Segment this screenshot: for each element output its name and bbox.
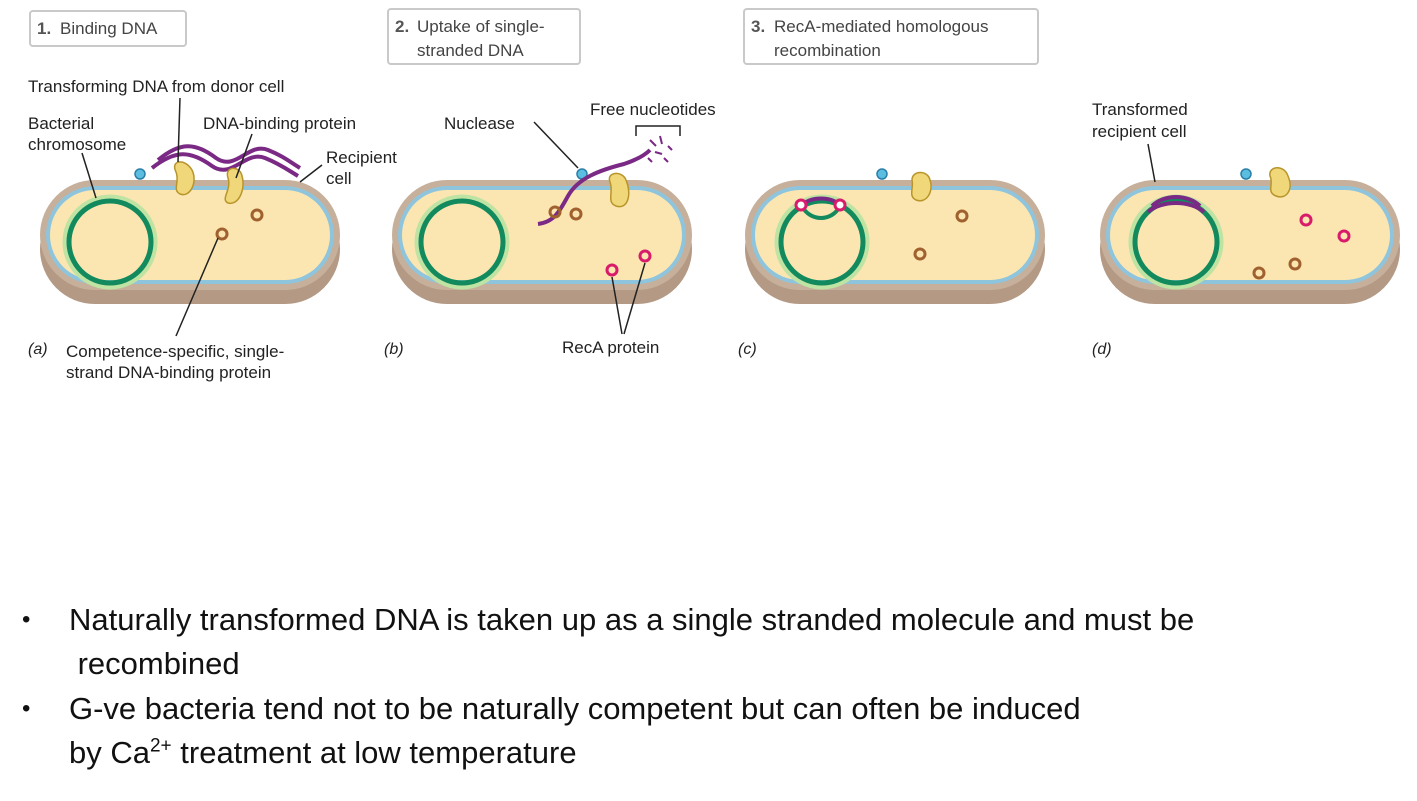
dna-binding-protein-a1	[173, 161, 195, 196]
bullet-dot: •	[22, 695, 31, 722]
integrated-dna-d-strand2	[1150, 195, 1202, 208]
bullet-2-line2-pre: by Ca	[69, 735, 150, 770]
step-2-number: 2.	[395, 17, 409, 36]
label-nuclease: Nuclease	[444, 114, 515, 133]
single-stranded-dna-b	[537, 148, 652, 226]
label-free-nucleotides: Free nucleotides	[590, 100, 716, 119]
panel-letter-a: (a)	[28, 341, 48, 358]
integrated-dna-d	[1146, 201, 1206, 214]
step-1-title: Binding DNA	[60, 19, 158, 38]
bullet-2-line1: G-ve bacteria tend not to be naturally c…	[69, 691, 1081, 726]
ssb-protein-c2	[913, 247, 927, 261]
nuclease-a	[134, 168, 146, 180]
leader-lines-a	[81, 97, 323, 337]
nuclease-d	[1240, 168, 1252, 180]
reca-protein-d1	[1299, 213, 1313, 227]
leader-line-d	[1147, 143, 1156, 183]
label-recipient-cell-line1: Recipient	[326, 148, 397, 167]
donor-dna-a-strand2	[156, 144, 302, 170]
bullet-2-superscript: 2+	[149, 735, 172, 757]
step-2-title-line1: Uptake of single-	[417, 17, 545, 36]
bullet-2-line2-post: treatment at low temperature	[171, 735, 577, 770]
dna-binding-protein-c	[910, 171, 932, 202]
ssb-protein-d2	[1288, 257, 1302, 271]
label-transforming-dna: Transforming DNA from donor cell	[28, 77, 284, 96]
bacterial-chromosome-a	[66, 198, 154, 286]
ssb-protein-b1	[548, 205, 562, 219]
label-competence-line1: Competence-specific, single-	[66, 342, 284, 361]
label-transformed-line2: recipient cell	[1092, 122, 1187, 141]
transformation-diagram: 1. Binding DNA 2. Uptake of single- stra…	[0, 0, 1417, 400]
step-1-number: 1.	[37, 19, 51, 38]
reca-protein-c1	[794, 198, 808, 212]
step-box-3: 3. RecA-mediated homologous recombinatio…	[743, 8, 1039, 65]
reca-protein-b2	[638, 249, 652, 263]
bullet-dot: •	[22, 606, 31, 633]
dna-binding-protein-a2	[224, 167, 244, 205]
label-recipient-cell-line2: cell	[326, 169, 352, 188]
panel-letter-c: (c)	[738, 341, 757, 358]
cell-a	[40, 144, 340, 304]
nuclease-c	[876, 168, 888, 180]
cell-d	[1100, 167, 1400, 304]
bullet-1-line1: Naturally transformed DNA is taken up as…	[69, 602, 1195, 637]
dna-binding-protein-d	[1269, 167, 1291, 198]
cell-b	[392, 135, 692, 304]
donor-dna-a	[150, 152, 300, 178]
bullet-1-line2: recombined	[69, 646, 240, 681]
ssb-protein-a1	[250, 208, 264, 222]
dna-binding-protein-b	[608, 172, 630, 208]
step-box-1: 1. Binding DNA	[29, 10, 187, 47]
free-nucleotides-fragments	[647, 135, 673, 163]
bacterial-chromosome-c	[778, 198, 866, 286]
step-3-number: 3.	[751, 17, 765, 36]
panel-letter-b: (b)	[384, 341, 404, 358]
ssb-protein-d1	[1252, 266, 1266, 280]
ssb-protein-b2	[569, 207, 583, 221]
step-3-title-line1: RecA-mediated homologous	[774, 17, 989, 36]
step-3-title-line2: recombination	[774, 41, 881, 60]
step-2-title-line2: stranded DNA	[417, 41, 524, 60]
label-transformed-line1: Transformed	[1092, 100, 1188, 119]
step-box-2: 2. Uptake of single- stranded DNA	[387, 8, 581, 65]
bacterial-chromosome-b	[418, 198, 506, 286]
ssb-protein-a2	[215, 227, 229, 241]
label-bacterial-chromosome-line1: Bacterial	[28, 114, 94, 133]
label-competence-line2: strand DNA-binding protein	[66, 363, 271, 382]
reca-protein-c2	[833, 198, 847, 212]
bullet-2-line2: by Ca2+ treatment at low temperature	[69, 731, 577, 775]
reca-protein-b1	[605, 263, 619, 277]
ssb-protein-c1	[955, 209, 969, 223]
panel-letter-d: (d)	[1092, 341, 1112, 358]
label-dna-binding-protein: DNA-binding protein	[203, 114, 356, 133]
leader-lines-b	[533, 121, 681, 335]
label-reca-protein: RecA protein	[562, 338, 659, 357]
label-bacterial-chromosome-line2: chromosome	[28, 135, 126, 154]
reca-protein-d2	[1337, 229, 1351, 243]
cell-c	[745, 168, 1045, 304]
